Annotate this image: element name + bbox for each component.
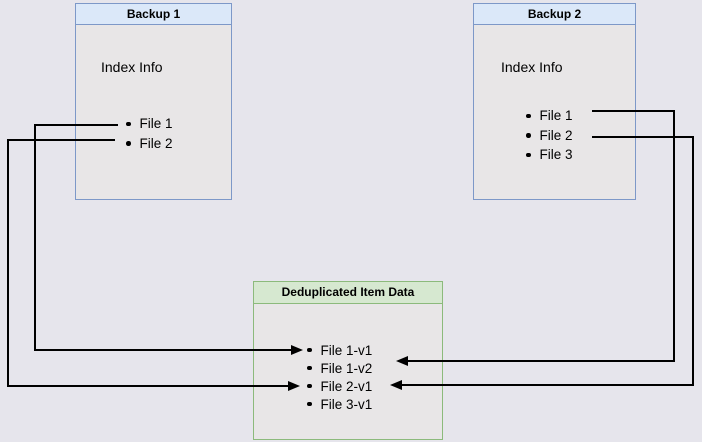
list-item-file-3: File 3: [526, 145, 573, 165]
list-item-file-2: File 2: [526, 126, 573, 146]
bullet-icon: [526, 113, 531, 118]
list-item-label: File 1: [539, 108, 573, 124]
bullet-icon: [526, 152, 531, 157]
node-backup2-title: Backup 2: [474, 4, 635, 25]
node-dedup-file-list: File 1-v1 File 1-v2 File 2-v1 File 3-v1: [307, 341, 372, 413]
bullet-icon: [526, 133, 531, 138]
list-item-file-3-v1: File 3-v1: [307, 395, 372, 413]
node-backup2-subtitle: Index Info: [501, 59, 563, 75]
list-item-label: File 3-v1: [320, 396, 373, 412]
list-item-label: File 3: [539, 147, 573, 163]
list-item-label: File 2: [139, 135, 173, 151]
list-item-label: File 2: [539, 127, 573, 143]
list-item-file-1: File 1: [526, 106, 573, 126]
bullet-icon: [307, 383, 312, 389]
node-backup1-title: Backup 1: [76, 4, 231, 25]
node-backup1-file-list: File 1 File 2: [126, 114, 173, 153]
bullet-icon: [307, 401, 312, 407]
list-item-label: File 1-v2: [320, 360, 373, 376]
node-backup1-subtitle: Index Info: [101, 59, 163, 75]
list-item-file-2: File 2: [126, 134, 173, 154]
list-item-file-1: File 1: [126, 114, 173, 134]
bullet-icon: [126, 141, 131, 146]
node-backup1: Backup 1 Index Info File 1 File 2: [75, 3, 232, 200]
list-item-label: File 2-v1: [320, 378, 373, 394]
node-dedup: Deduplicated Item Data File 1-v1 File 1-…: [253, 281, 443, 440]
bullet-icon: [307, 347, 312, 353]
list-item-label: File 1: [139, 116, 173, 132]
node-dedup-title: Deduplicated Item Data: [254, 282, 442, 304]
node-backup2: Backup 2 Index Info File 1 File 2 File 3: [473, 3, 636, 200]
list-item-file-2-v1: File 2-v1: [307, 377, 372, 395]
list-item-file-1-v2: File 1-v2: [307, 359, 372, 377]
list-item-file-1-v1: File 1-v1: [307, 341, 372, 359]
bullet-icon: [126, 121, 131, 126]
bullet-icon: [307, 365, 312, 371]
node-backup2-file-list: File 1 File 2 File 3: [526, 106, 573, 165]
list-item-label: File 1-v1: [320, 342, 373, 358]
